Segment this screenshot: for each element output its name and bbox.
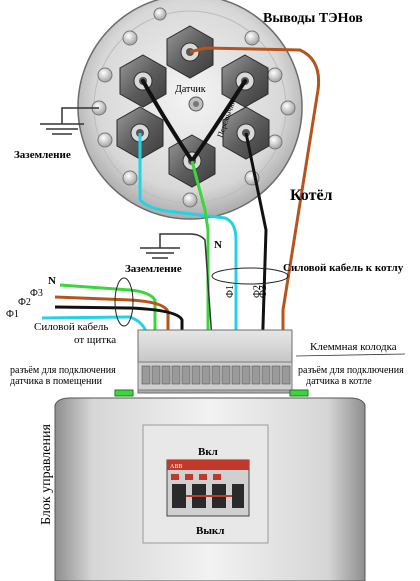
wire-brown-phase3	[189, 46, 321, 358]
boiler-sensor-label-1: разъём для подключения	[298, 365, 404, 376]
breaker-brand-label: ABB	[170, 464, 182, 470]
wire-black-phase2	[244, 132, 268, 359]
neutral-top-label: N	[214, 239, 222, 251]
power-cable-panel-label-1: Силовой кабель	[34, 321, 108, 333]
switch-off-label: Выкл	[196, 525, 224, 537]
ground-panel-label: Заземление	[125, 263, 182, 275]
phase-f3-in-label: Ф3	[30, 288, 43, 299]
sensor-label: Датчик	[175, 84, 206, 95]
phase-f2-vertical-label: Ф2	[252, 285, 263, 298]
flange-bolts	[91, 7, 296, 208]
ground-symbol-icon-left	[40, 107, 99, 135]
phase-f1-in-label: Ф1	[6, 309, 19, 320]
boiler-sensor-connector[interactable]	[289, 389, 309, 397]
terminal-block	[137, 329, 293, 394]
wire-green-neutral	[190, 160, 210, 358]
ten-terminals-label: Выводы ТЭНов	[263, 11, 363, 26]
switch-on-label: Вкл	[198, 446, 218, 458]
heater-flange	[77, 0, 303, 220]
phase-f3-vertical-label: Ф3	[258, 285, 269, 298]
round-sensor-icon	[188, 96, 204, 112]
terminal-block-leader	[295, 353, 406, 357]
neutral-in-label: N	[48, 275, 56, 287]
room-sensor-label-2: датчика в помещении	[10, 376, 103, 387]
room-sensor-connector[interactable]	[114, 389, 134, 397]
boiler-label: Котёл	[290, 187, 333, 204]
control-unit-label: Блок управления	[39, 424, 54, 525]
circuit-breaker-icon[interactable]	[166, 459, 250, 517]
boiler-cable-marker	[211, 267, 289, 285]
phase-f1-vertical-label: Ф1	[225, 285, 236, 298]
power-cable-panel-label-2: от щитка	[74, 334, 116, 346]
ground-left-label: Заземление	[14, 149, 71, 161]
jumper-wires	[141, 79, 247, 163]
terminal-block-label: Клеммная колодка	[310, 341, 397, 353]
wire-cyan-phase1	[138, 133, 238, 358]
room-sensor-label-1: разъём для подключения	[10, 365, 116, 376]
boiler-sensor-label-2: датчика в котле	[306, 376, 372, 387]
phase-f2-in-label: Ф2	[18, 297, 31, 308]
ground-symbol-icon-panel	[140, 233, 213, 341]
power-cable-boiler-label: Силовой кабель к котлу	[283, 262, 404, 274]
